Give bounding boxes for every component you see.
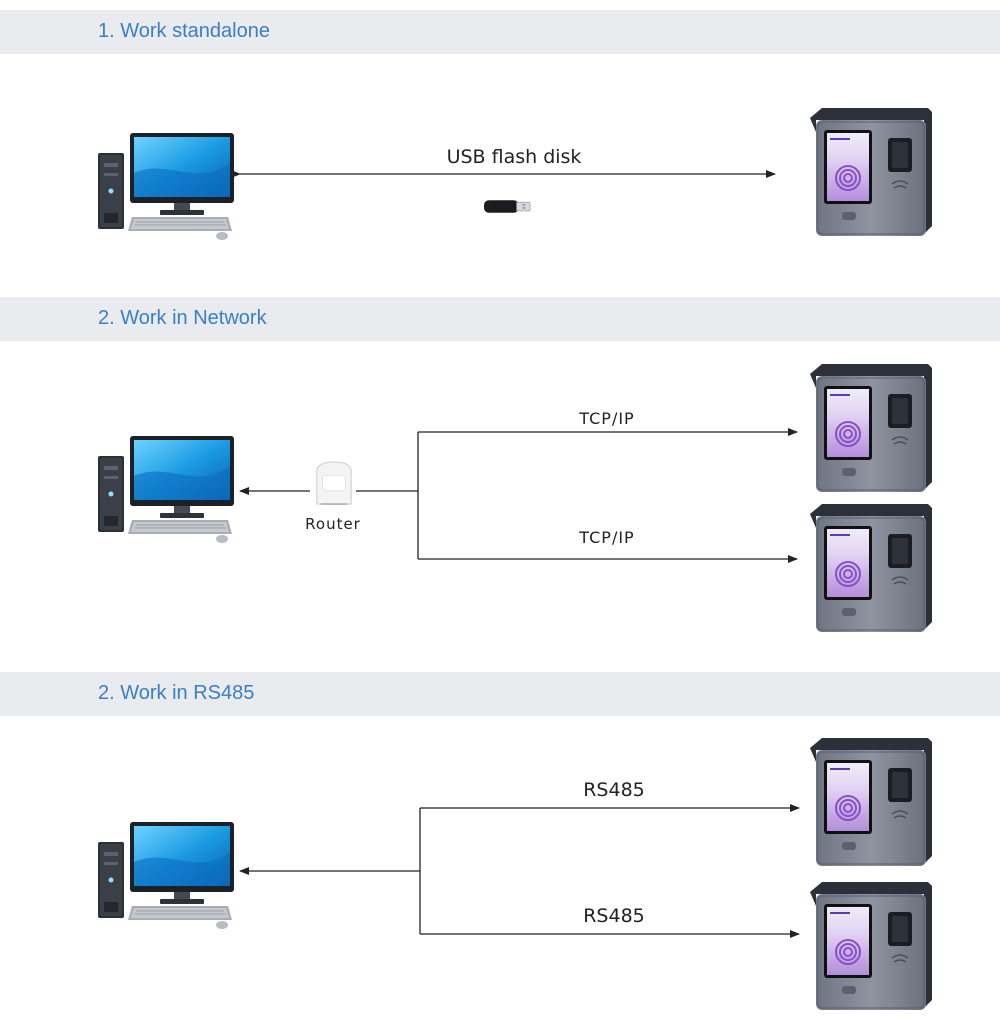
router-label: Router — [305, 515, 361, 533]
standalone-diagram: USB flash disk — [97, 107, 933, 241]
desktop-computer-icon — [97, 132, 235, 241]
tcpip-label-2: TCP/IP — [578, 528, 634, 547]
fingerprint-terminal-icon — [809, 363, 933, 493]
rs485-diagram: RS485 RS485 — [97, 737, 933, 1011]
section-header-rs485: 2. Work in RS485 — [0, 672, 1000, 716]
desktop-computer-icon — [97, 435, 235, 544]
section-header-network: 2. Work in Network — [0, 297, 1000, 341]
rs485-label-2: RS485 — [583, 905, 645, 927]
section-header-standalone: 1. Work standalone — [0, 10, 1000, 54]
desktop-computer-icon — [97, 821, 235, 930]
fingerprint-terminal-icon — [809, 737, 933, 867]
fingerprint-terminal-icon — [809, 107, 933, 237]
tcpip-label-1: TCP/IP — [578, 409, 634, 428]
section-title: 2. Work in Network — [98, 307, 267, 329]
rs485-label-1: RS485 — [583, 779, 645, 801]
section-title: 1. Work standalone — [98, 20, 270, 42]
fingerprint-terminal-icon — [809, 881, 933, 1011]
usb-flash-disk-icon — [483, 199, 531, 214]
network-diagram: Router TCP/IP TCP/IP — [97, 363, 933, 633]
section-title: 2. Work in RS485 — [98, 682, 255, 704]
fingerprint-terminal-icon — [809, 503, 933, 633]
router-icon — [315, 461, 353, 506]
usb-link-label: USB flash disk — [447, 146, 582, 168]
